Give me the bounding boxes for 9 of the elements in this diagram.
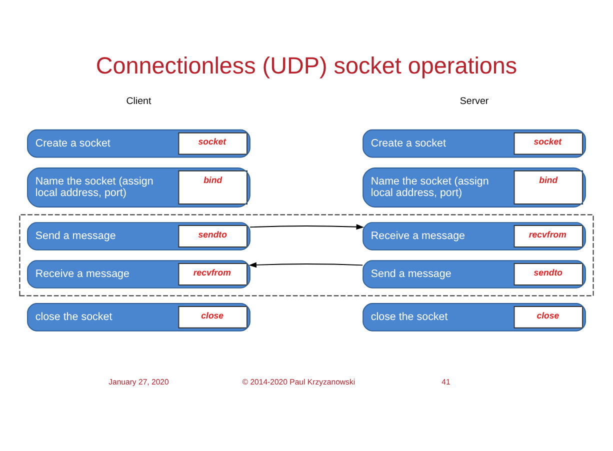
label: January 27, 2020 xyxy=(108,377,169,386)
label: © 2014-2020 Paul Krzyzanowski xyxy=(242,377,356,386)
label: Client xyxy=(126,96,152,108)
label: Server xyxy=(460,96,489,108)
arrow xyxy=(248,262,364,268)
cluster xyxy=(19,214,594,296)
arrow xyxy=(250,224,364,230)
label: 41 xyxy=(442,377,450,386)
diagram-title: Connectionless (UDP) socket operations xyxy=(96,52,518,79)
